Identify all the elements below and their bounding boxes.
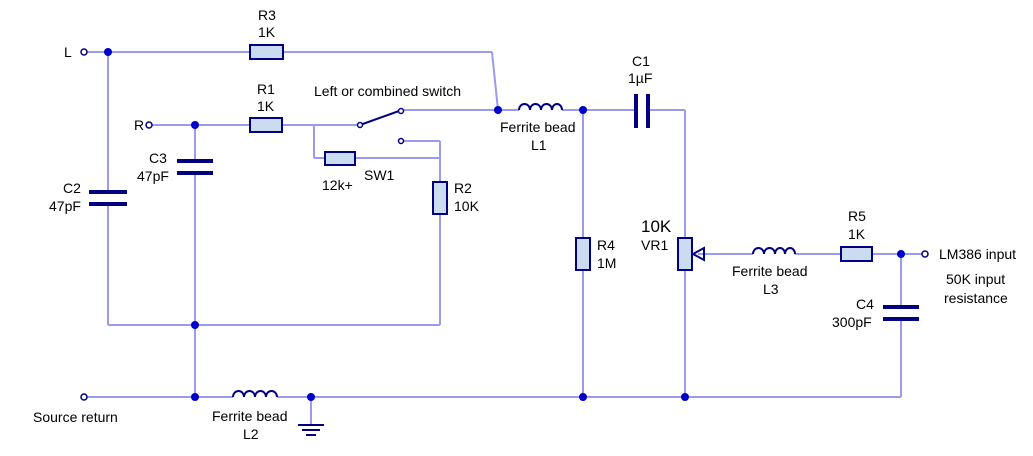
potentiometer-vr1[interactable] [677,237,693,271]
terminal-r[interactable] [145,121,153,129]
resistor-r4[interactable] [575,237,591,271]
label-r2-value: 10K [454,198,480,214]
label-r4-value: 1M [597,255,616,271]
label-c4-ref: C4 [856,296,874,312]
label-l1-ref: L1 [531,137,547,153]
capacitor-c2[interactable] [89,190,127,206]
label-r5-value: 1K [848,226,866,242]
capacitor-c4[interactable] [883,305,919,321]
label-vr1-ref: VR1 [641,237,668,253]
label-r4-ref: R4 [597,237,615,253]
junction-dot [191,121,199,129]
label-c3-value: 47pF [137,168,169,184]
label-l2-ref: L2 [243,426,259,442]
label-l2-type: Ferrite bead [212,408,287,424]
label-input-resistance-1: 50K input [946,271,1005,287]
capacitor-c1[interactable] [634,94,650,128]
label-l3-type: Ferrite bead [732,263,807,279]
label-c1-value: 1µF [628,70,652,86]
label-r1-value: 1K [257,98,275,114]
junction-dot [307,393,315,401]
label-terminal-l: L [64,44,72,60]
inductor-l1[interactable] [518,103,563,111]
label-r3-ref: R3 [258,7,276,23]
label-output: LM386 input [939,246,1016,262]
junction-dot [897,250,905,258]
label-vr1-value: 10K [641,217,672,236]
resistor-r2[interactable] [432,181,448,215]
junction-dot [191,393,199,401]
label-l3-ref: L3 [763,281,779,297]
capacitor-c3[interactable] [177,159,213,175]
junction-dot [494,106,502,114]
switch-sw1[interactable] [356,107,405,145]
label-source-return: Source return [33,409,118,425]
inductor-l2[interactable] [232,390,278,398]
junction-dot [104,48,112,56]
label-l1-type: Ferrite bead [500,119,575,135]
terminal-output[interactable] [921,250,929,258]
label-switch-note: Left or combined switch [314,83,461,99]
wires [87,51,922,425]
terminal-l[interactable] [80,48,88,56]
ground-symbol [298,424,324,436]
inductor-l3[interactable] [752,247,796,255]
label-r1-ref: R1 [257,81,275,97]
junction-dot [579,393,587,401]
label-r3-value: 1K [258,24,276,40]
resistor-r3[interactable] [249,44,284,60]
potentiometer-wiper-arrow [690,246,705,262]
label-sw1-ref: SW1 [364,167,395,183]
label-c3-ref: C3 [149,150,167,166]
label-c2-value: 47pF [49,198,81,214]
junction-dot [191,321,199,329]
label-terminal-r: R [134,117,144,133]
junction-dot [681,393,689,401]
junction-dot [579,106,587,114]
junctions [104,48,905,401]
label-r2-ref: R2 [454,180,472,196]
resistor-r1[interactable] [249,117,283,133]
label-c1-ref: C1 [632,53,650,69]
label-sw1-extra: 12k+ [322,177,353,193]
wire [491,51,499,111]
terminal-source-return[interactable] [80,393,88,401]
label-c4-value: 300pF [832,314,872,330]
label-input-resistance-2: resistance [944,290,1008,306]
label-r5-ref: R5 [848,208,866,224]
resistor-r5[interactable] [840,246,873,262]
resistor-sw1-12k[interactable] [324,151,356,166]
label-c2-ref: C2 [63,180,81,196]
